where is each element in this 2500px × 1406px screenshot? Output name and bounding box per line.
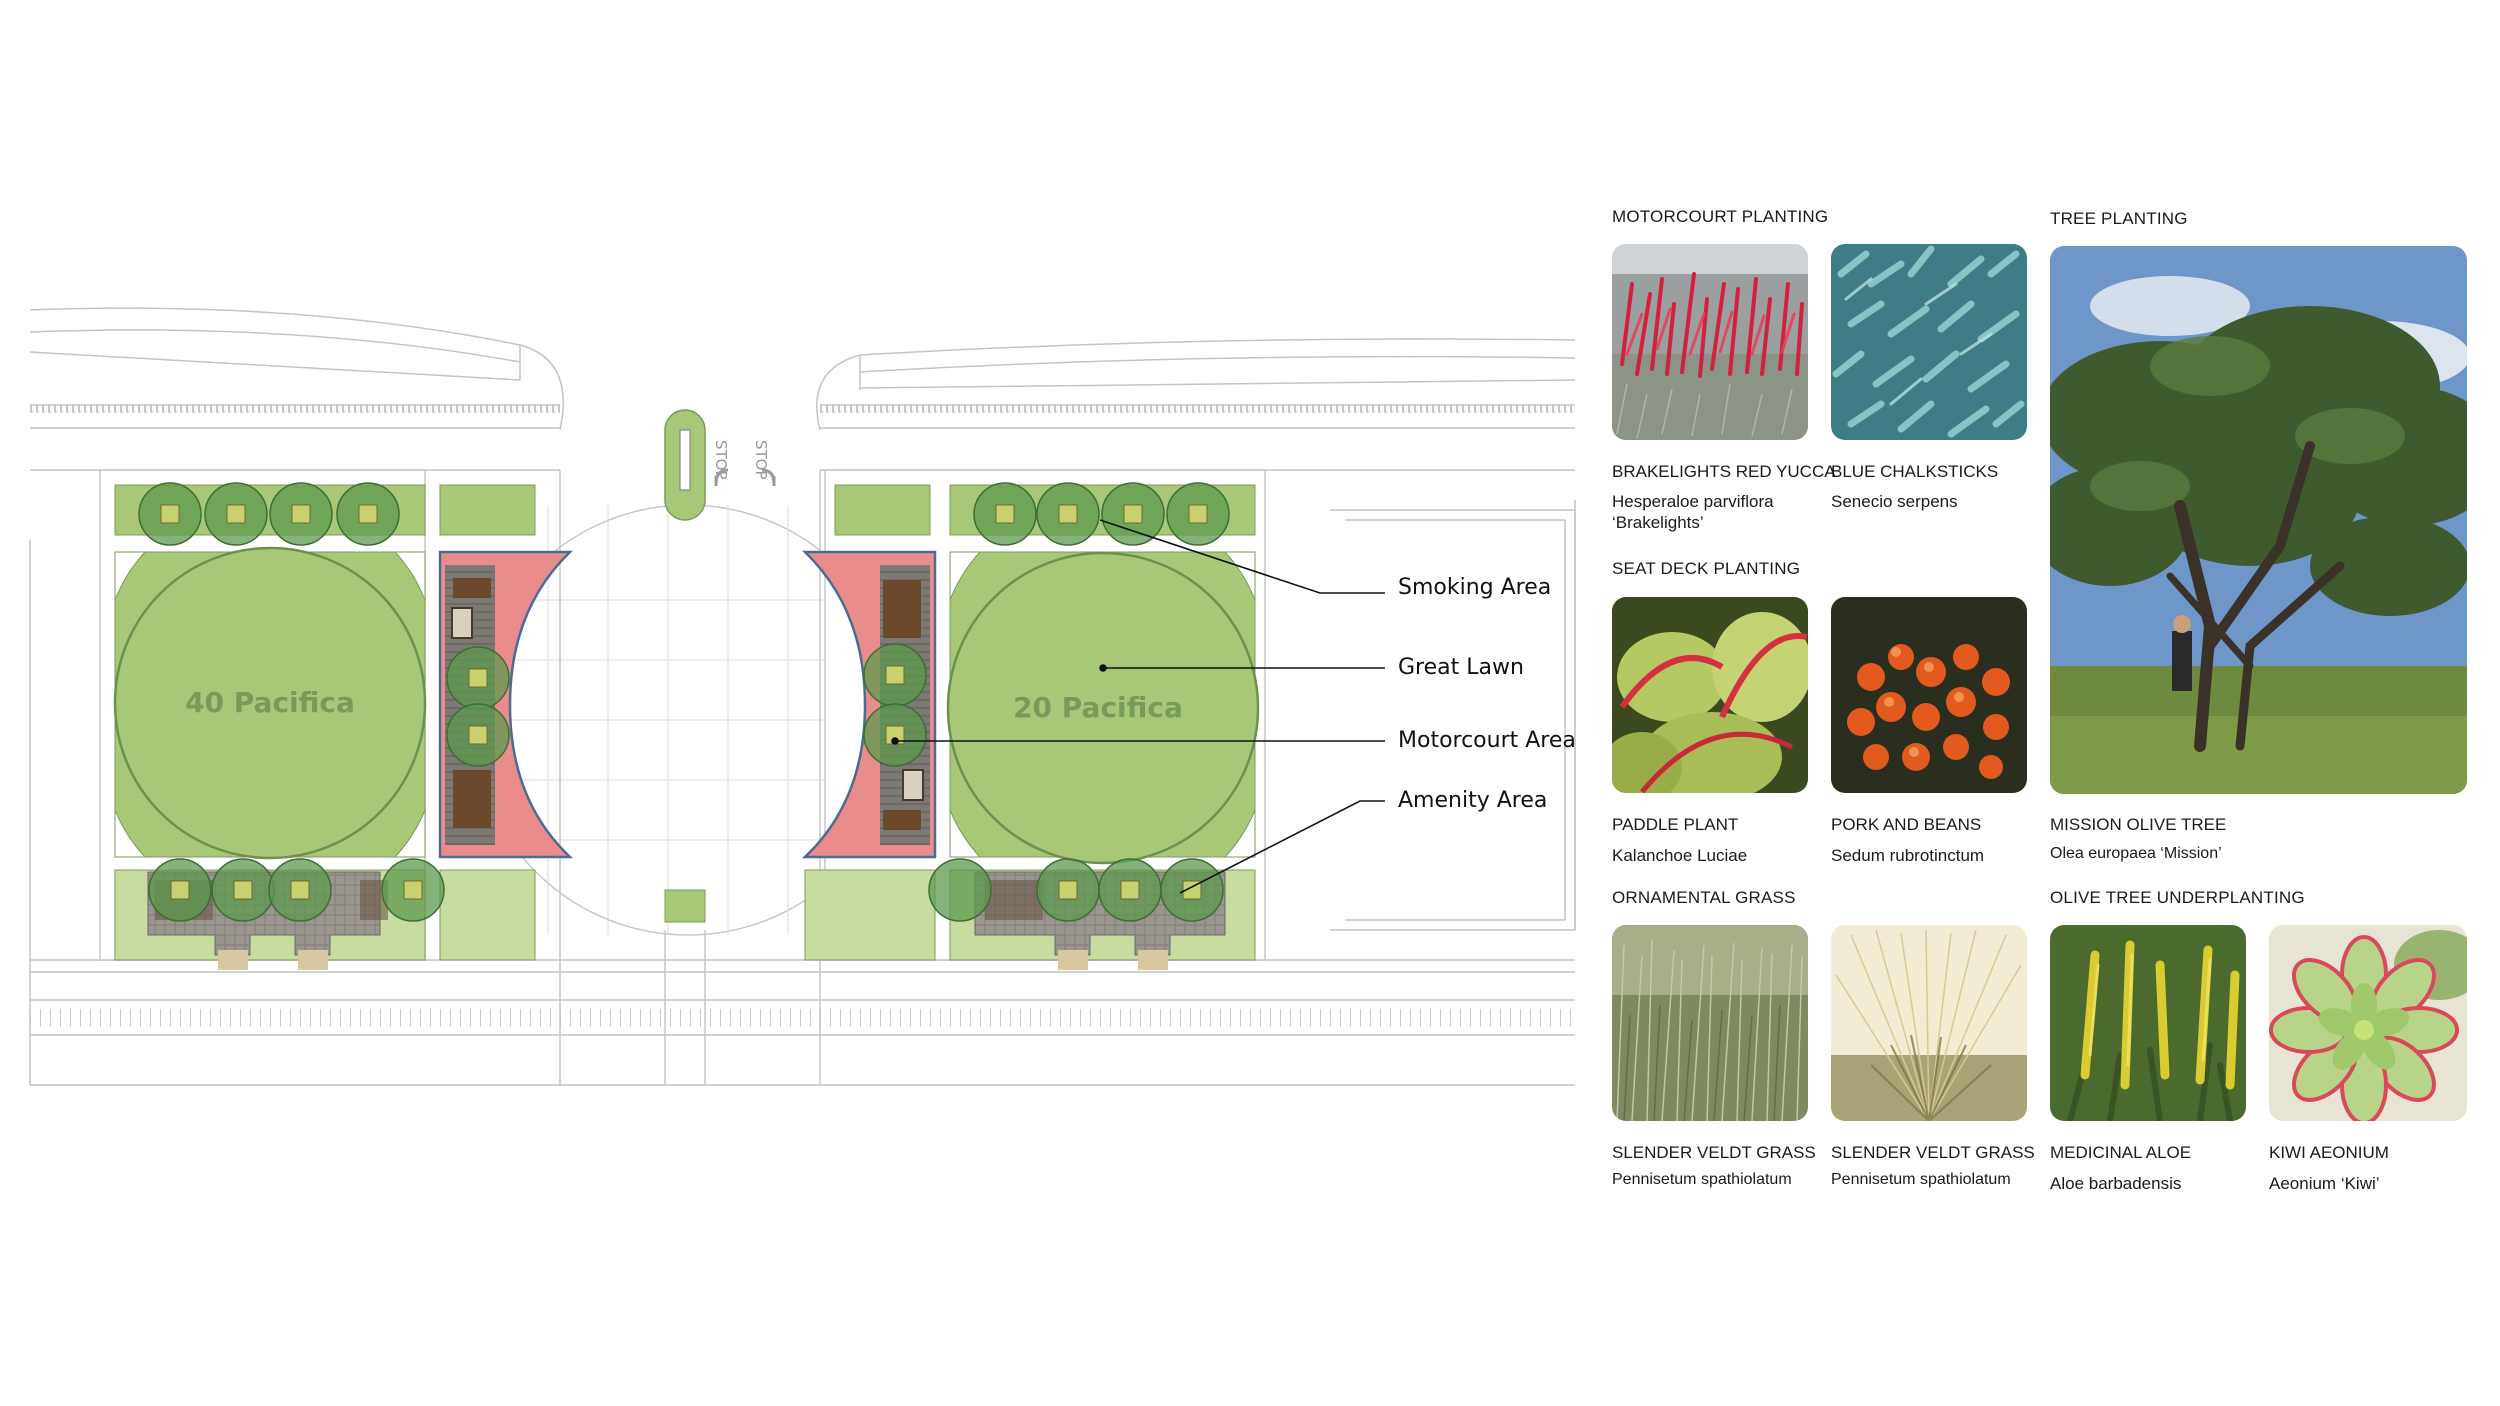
- tree-grates: [160, 504, 1208, 900]
- pork-and-beans-photo: [1831, 597, 2027, 793]
- site-plan: STOP STOP 40 Pacifica: [29, 307, 1576, 1086]
- plant-name-aeonium: KIWI AEONIUM: [2269, 1143, 2389, 1162]
- section-title-underplanting: OLIVE TREE UNDERPLANTING: [2050, 888, 2305, 907]
- plant-name-paddle-plant: PADDLE PLANT: [1612, 815, 1739, 834]
- paddle-plant-photo: [1612, 597, 1808, 793]
- botanical-line-1: Hesperaloe parviflora: [1612, 492, 1774, 511]
- plant-botanical-pork-and-beans: Sedum rubrotinctum: [1831, 846, 1985, 865]
- section-title-tree: TREE PLANTING: [2050, 209, 2188, 228]
- plant-botanical-veldt-grass-2: Pennisetum spathiolatum: [1831, 1171, 2011, 1188]
- plant-botanical-veldt-grass: Pennisetum spathiolatum: [1612, 1171, 1792, 1188]
- callout-great-lawn: Great Lawn: [1398, 655, 1524, 680]
- plant-botanical-olive-tree: Olea europaea ‘Mission’: [2050, 845, 2222, 862]
- plant-name-aloe: MEDICINAL ALOE: [2050, 1143, 2192, 1162]
- botanical-line-2: ‘Brakelights’: [1612, 513, 1704, 532]
- plant-name-blue-chalksticks: BLUE CHALKSTICKS: [1831, 462, 1999, 481]
- aloe-photo: [2050, 925, 2246, 1121]
- plant-name-veldt-grass-2: SLENDER VELDT GRASS: [1831, 1143, 2035, 1162]
- svg-text:STOP: STOP: [752, 440, 770, 480]
- plant-botanical-paddle-plant: Kalanchoe Luciae: [1612, 846, 1748, 865]
- plant-name-olive-tree: MISSION OLIVE TREE: [2050, 815, 2227, 834]
- building-label-20: 20 Pacifica: [1013, 691, 1183, 724]
- plant-botanical-aloe: Aloe barbadensis: [2050, 1174, 2182, 1193]
- plant-botanical-blue-chalksticks: Senecio serpens: [1831, 492, 1958, 511]
- plant-name-veldt-grass: SLENDER VELDT GRASS: [1612, 1143, 1816, 1162]
- aeonium-photo: [2269, 925, 2467, 1121]
- red-yucca-photo: [1612, 244, 1808, 440]
- veldt-grass-backlit-photo: [1831, 925, 2027, 1121]
- plant-name-red-yucca: BRAKELIGHTS RED YUCCA: [1612, 462, 1836, 481]
- callout-motorcourt-area: Motorcourt Area: [1398, 728, 1576, 753]
- building-label-40: 40 Pacifica: [185, 686, 355, 719]
- callout-leaders: [891, 519, 1385, 894]
- section-title-seat-deck: SEAT DECK PLANTING: [1612, 559, 1801, 578]
- section-title-ornamental: ORNAMENTAL GRASS: [1612, 888, 1796, 907]
- blue-chalksticks-photo: [1831, 244, 2027, 440]
- veldt-grass-photo: [1612, 925, 1808, 1121]
- plant-botanical-aeonium: Aeonium ‘Kiwi’: [2269, 1174, 2380, 1193]
- callout-amenity-area: Amenity Area: [1398, 788, 1548, 813]
- plant-name-pork-and-beans: PORK AND BEANS: [1831, 815, 1982, 834]
- plant-botanical-red-yucca: Hesperaloe parviflora ‘Brakelights’: [1612, 491, 1774, 533]
- olive-tree-photo: [2050, 246, 2467, 794]
- callout-smoking-area: Smoking Area: [1398, 575, 1552, 600]
- street-ticks: [30, 404, 1575, 1027]
- section-title-motorcourt: MOTORCOURT PLANTING: [1612, 207, 1829, 226]
